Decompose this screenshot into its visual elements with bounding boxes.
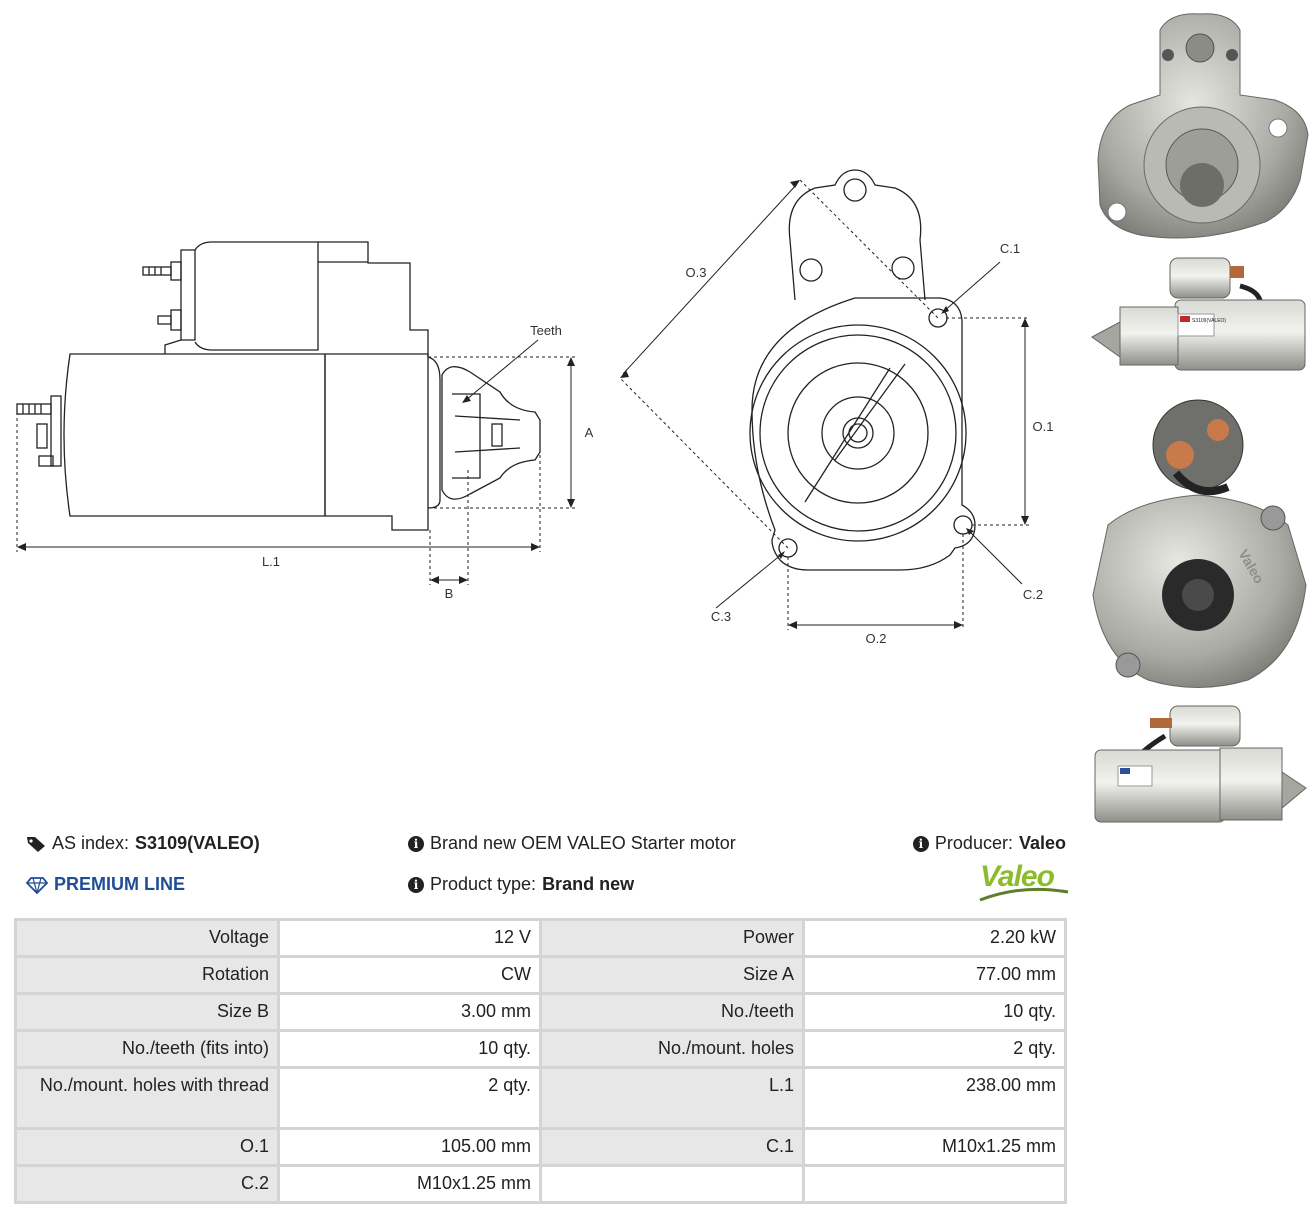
spec-label: O.1 — [13, 1127, 281, 1167]
producer-label: Producer: — [934, 833, 1013, 853]
product-type-value: Brand new — [542, 874, 635, 894]
spec-label — [538, 1164, 806, 1204]
spec-value: 12 V — [277, 918, 542, 958]
spec-label: No./mount. holes with thread — [13, 1066, 281, 1130]
spec-value: 105.00 mm — [277, 1127, 542, 1167]
info-icon: i — [408, 876, 424, 893]
table-row: No./teeth (fits into) 10 qty. No./mount.… — [13, 1029, 1067, 1069]
spec-value: 3.00 mm — [277, 992, 542, 1032]
spec-value: 2.20 kW — [802, 918, 1067, 958]
as-index: AS index: S3109(VALEO) — [26, 833, 260, 854]
dim-l1-label: L.1 — [262, 554, 280, 569]
dim-c3-label: C.3 — [711, 609, 731, 624]
photo-front-flange — [1097, 13, 1309, 239]
photo-side-view-2 — [1094, 705, 1307, 823]
dim-o2-label: O.2 — [866, 631, 887, 646]
spec-label: No./teeth (fits into) — [13, 1029, 281, 1069]
table-row: Size B 3.00 mm No./teeth 10 qty. — [13, 992, 1067, 1032]
info-icon: i — [912, 835, 929, 852]
table-row: C.2 M10x1.25 mm — [13, 1164, 1067, 1204]
photo-rear-view: Valeo — [1092, 399, 1307, 688]
spec-table: Voltage 12 V Power 2.20 kW Rotation CW S… — [13, 918, 1067, 1204]
spec-value: 2 qty. — [277, 1066, 542, 1130]
table-row: Rotation CW Size A 77.00 mm — [13, 955, 1067, 995]
spec-label: C.2 — [13, 1164, 281, 1204]
front-view-drawing: O.3 C.1 O.1 C.2 C.3 O.2 — [619, 169, 1054, 646]
teeth-label: Teeth — [530, 323, 562, 338]
spec-value: M10x1.25 mm — [277, 1164, 542, 1204]
diamond-icon — [26, 876, 48, 894]
spec-label: Size A — [538, 955, 806, 995]
spec-value: 2 qty. — [802, 1029, 1067, 1069]
spec-value: 10 qty. — [277, 1029, 542, 1069]
spec-label: Voltage — [13, 918, 281, 958]
dim-a-label: A — [585, 425, 594, 440]
dim-c2-label: C.2 — [1023, 587, 1043, 602]
spec-label: L.1 — [538, 1066, 806, 1130]
side-view-drawing: Teeth A L.1 B — [16, 241, 594, 601]
premium-line: PREMIUM LINE — [26, 874, 185, 895]
photo-side-view: S3109(VALEO) — [1091, 257, 1306, 371]
spec-value: 77.00 mm — [802, 955, 1067, 995]
spec-label: No./teeth — [538, 992, 806, 1032]
valeo-logo: Valeo — [976, 860, 1071, 906]
table-row: No./mount. holes with thread 2 qty. L.1 … — [13, 1066, 1067, 1130]
spec-label: Power — [538, 918, 806, 958]
description-text: Brand new OEM VALEO Starter motor — [430, 833, 736, 853]
product-type-label: Product type: — [430, 874, 537, 894]
tag-icon — [27, 836, 45, 852]
spec-value: CW — [277, 955, 542, 995]
photo-label-part: S3109(VALEO) — [1192, 318, 1226, 324]
spec-value — [802, 1164, 1067, 1204]
dim-o1-label: O.1 — [1033, 419, 1054, 434]
dim-b-label: B — [445, 586, 454, 601]
spec-label: Rotation — [13, 955, 281, 995]
spec-label: C.1 — [538, 1127, 806, 1167]
spec-label: No./mount. holes — [538, 1029, 806, 1069]
dim-o3-label: O.3 — [686, 265, 707, 280]
dim-c1-label: C.1 — [1000, 241, 1020, 256]
premium-line-label: PREMIUM LINE — [54, 874, 186, 894]
producer-value: Valeo — [1018, 833, 1066, 853]
table-row: O.1 105.00 mm C.1 M10x1.25 mm — [13, 1127, 1067, 1167]
spec-label: Size B — [13, 992, 281, 1032]
as-index-value: S3109(VALEO) — [135, 833, 260, 853]
as-index-label: AS index: — [52, 833, 130, 853]
description: i Brand new OEM VALEO Starter motor — [408, 833, 736, 854]
info-icon: i — [408, 835, 424, 852]
valeo-logo-text: Valeo — [980, 860, 1055, 893]
product-type: i Product type: Brand new — [408, 874, 634, 895]
spec-value: 10 qty. — [802, 992, 1067, 1032]
table-row: Voltage 12 V Power 2.20 kW — [13, 918, 1067, 958]
spec-value: M10x1.25 mm — [802, 1127, 1067, 1167]
producer: i Producer: Valeo — [912, 833, 1066, 854]
spec-value: 238.00 mm — [802, 1066, 1067, 1130]
